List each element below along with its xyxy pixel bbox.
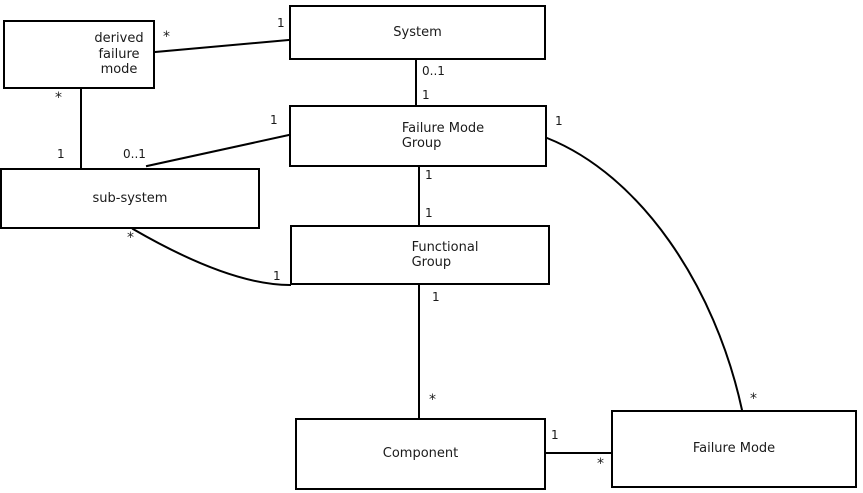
multiplicity-subsys-to-fg-target: 1 (273, 269, 281, 283)
multiplicity-fg-to-comp-source: 1 (432, 290, 440, 304)
association-failure-mode-group--failure-mode (545, 136, 744, 412)
class-box-failure-mode[interactable]: Failure Mode (611, 410, 857, 488)
class-label-sub-system: sub-system (92, 190, 168, 206)
class-box-failure-mode-group[interactable]: Failure Mode Group (289, 105, 547, 167)
association-sub-system--failure-mode-group (145, 133, 291, 168)
multiplicity-dfm-to-subsys-target: 1 (57, 147, 65, 161)
class-label-functional-group: Functional Group (411, 239, 479, 271)
class-label-failure-mode: Failure Mode (692, 441, 776, 457)
association-derived-failure-mode--system (153, 38, 291, 54)
multiplicity-dfm-to-system-target: 1 (277, 16, 285, 30)
multiplicity-fmg-to-fm-source: 1 (555, 114, 563, 128)
multiplicity-subsys-to-fmg-target: 1 (270, 113, 278, 127)
class-box-derived-failure-mode[interactable]: derived failure mode (3, 20, 155, 89)
class-label-failure-mode-group: Failure Mode Group (401, 120, 485, 152)
multiplicity-dfm-to-system-source: * (163, 29, 170, 45)
class-label-component: Component (382, 446, 459, 462)
class-box-system[interactable]: System (289, 5, 546, 60)
multiplicity-comp-to-fm-target: * (597, 456, 604, 472)
class-label-system: System (393, 24, 442, 40)
class-label-derived-failure-mode: derived failure mode (94, 31, 144, 78)
multiplicity-dfm-to-subsys-source: * (55, 90, 62, 106)
class-box-sub-system[interactable]: sub-system (0, 168, 260, 229)
multiplicity-comp-to-fm-source: 1 (551, 428, 559, 442)
multiplicity-subsys-to-fg-source: * (127, 230, 134, 246)
multiplicity-fg-to-comp-target: * (429, 392, 436, 408)
multiplicity-system-to-fmg-target: 1 (422, 88, 430, 102)
multiplicity-fmg-to-fg-target: 1 (425, 206, 433, 220)
multiplicity-system-to-fmg-source: 0..1 (422, 64, 445, 78)
multiplicity-subsys-to-fmg-source: 0..1 (123, 147, 146, 161)
association-sub-system--functional-group (131, 227, 292, 287)
class-box-component[interactable]: Component (295, 418, 546, 490)
class-box-functional-group[interactable]: Functional Group (290, 225, 550, 285)
multiplicity-fmg-to-fm-target: * (750, 391, 757, 407)
multiplicity-fmg-to-fg-source: 1 (425, 168, 433, 182)
